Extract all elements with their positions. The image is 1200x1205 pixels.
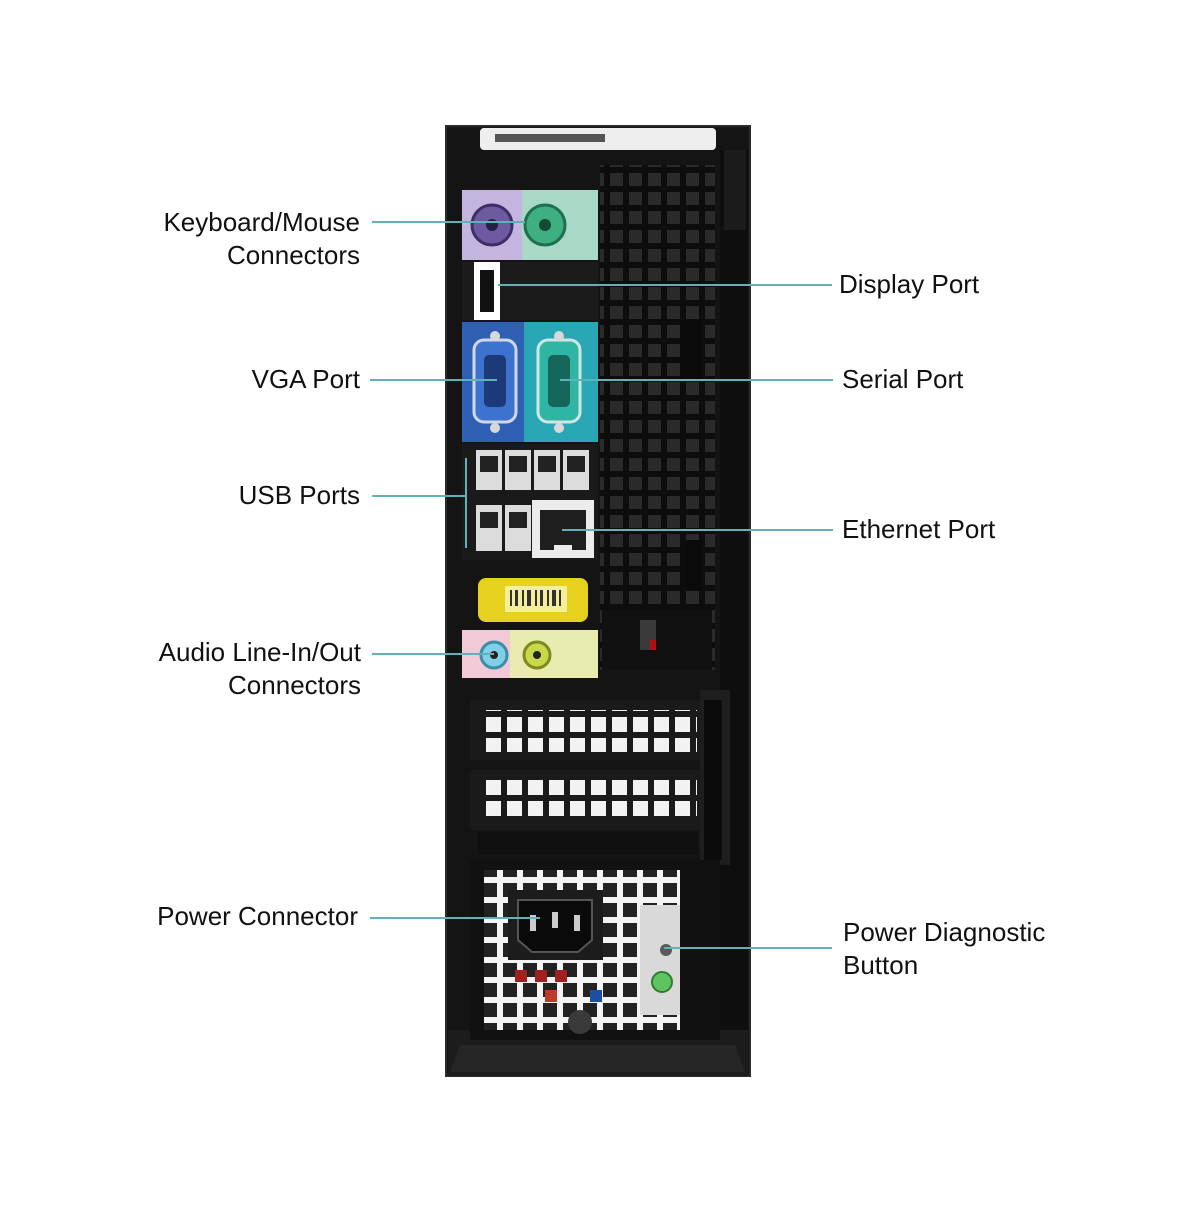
power-button-icon bbox=[651, 971, 673, 993]
vent-grille bbox=[600, 165, 715, 670]
displayport-block bbox=[462, 262, 598, 320]
label-display-port: Display Port bbox=[839, 269, 980, 299]
keyboard-mouse-ports bbox=[462, 190, 598, 260]
usb-icon bbox=[476, 450, 589, 551]
expansion-slots bbox=[470, 690, 730, 865]
power-supply bbox=[470, 860, 720, 1040]
barcode-sticker bbox=[478, 578, 588, 622]
usb-ports-block bbox=[462, 444, 598, 560]
power-socket-icon bbox=[508, 890, 603, 960]
label-ethernet-port: Ethernet Port bbox=[842, 514, 996, 544]
callout-lines bbox=[370, 221, 833, 949]
label-serial-port: Serial Port bbox=[842, 364, 964, 394]
label-keyboard-mouse-connectors: Keyboard/Mouse Connectors bbox=[163, 207, 360, 270]
label-power-connector: Power Connector bbox=[157, 901, 358, 931]
vga-serial-block bbox=[462, 322, 598, 442]
label-audio-connectors: Audio Line-In/Out Connectors bbox=[158, 637, 361, 700]
label-usb-ports: USB Ports bbox=[238, 480, 360, 510]
label-power-diagnostic-button: Power Diagnostic Button bbox=[843, 917, 1046, 980]
label-vga-port: VGA Port bbox=[251, 364, 360, 394]
